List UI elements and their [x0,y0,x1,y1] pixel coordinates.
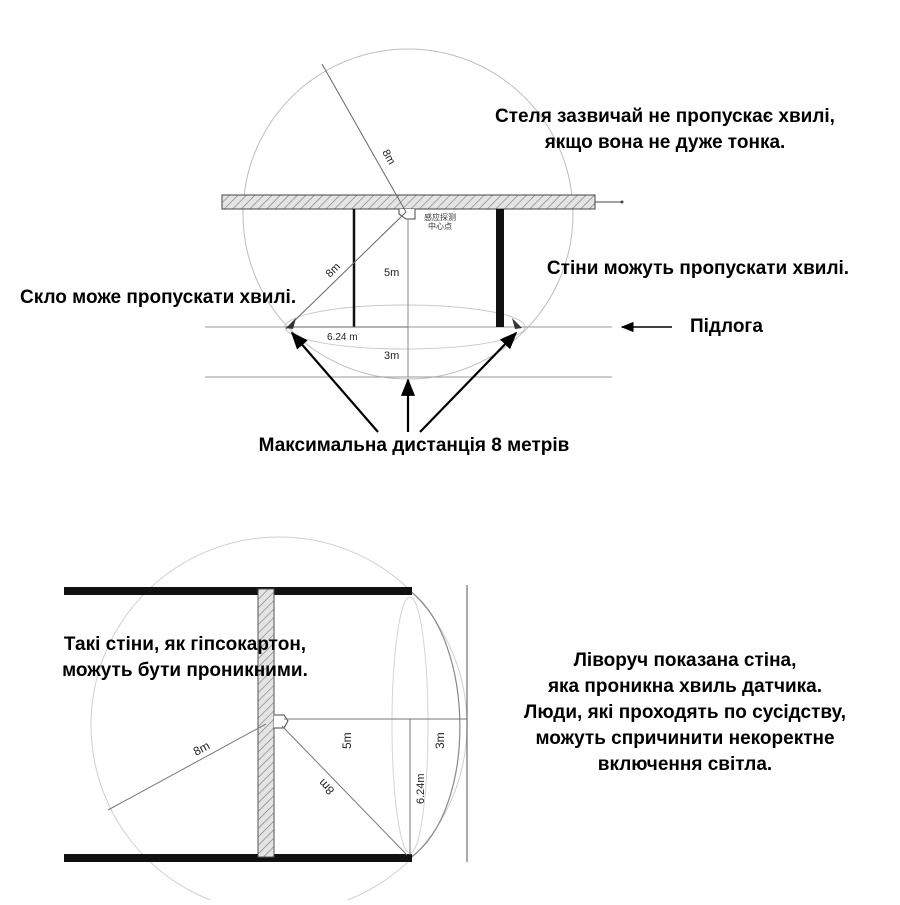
max-distance-text: Максимальна дистанція 8 метрів [258,435,570,456]
top-diagram: 感应探测 中心点 8m 8m 5m 6.24 m 3m [205,48,672,433]
ceiling-note: Стеля зазвичай не пропускає хвилі, якщо … [445,104,885,156]
plan-dim-624: 6.24m [415,773,427,804]
walls-note: Стіни можуть пропускати хвилі. [512,256,884,282]
plan-boundary-arc [409,590,461,859]
ceiling-slab [221,194,596,210]
bottom-wall [64,854,412,862]
dim-5m: 5m [384,267,399,279]
glass-note-text: Скло може пропускати хвилі. [20,287,297,308]
explanation-line2: яка проникна хвиль датчика. [547,676,823,697]
plan-dim-8m-left: 8m [191,738,212,758]
explanation-line5: включення світла. [597,754,773,775]
sensor-caption-line2: 中心点 [428,221,452,231]
explanation-line1: Ліворуч показана стіна, [573,650,797,671]
edge-marker-left [286,318,296,329]
dim-8m-diagonal: 8m [324,261,343,280]
explanation-line3: Люди, які проходять по сусідству, [523,702,846,723]
floor-label-text: Підлога [690,316,763,337]
plan-line-left-8m [107,723,267,811]
max-arrow-left [290,331,379,433]
plan-dim-3m: 3m [433,732,447,749]
floor-label: Підлога [690,314,790,340]
plan-sensor [274,714,289,729]
solid-wall [496,209,504,327]
radius-line-diagonal [285,211,407,330]
drywall-note: Такі стіни, як гіпсокартон, можуть бути … [20,632,350,684]
glass-note: Скло може пропускати хвилі. [20,285,360,311]
sensor-caption-line1: 感应探测 [424,212,456,222]
sensor-body [398,209,416,220]
ceiling-note-line2: якщо вона не дуже тонка. [544,132,786,153]
walls-note-text: Стіни можуть пропускати хвилі. [546,258,850,279]
edge-marker-right [512,318,522,329]
max-arrow-right [419,331,518,433]
plan-line-diag-8m [281,725,408,856]
radius-line-upper [321,63,407,213]
dim-3m: 3m [384,350,399,362]
explanation-line4: можуть спричинити некоректне [535,728,835,749]
explanation-note: Ліворуч показана стіна, яка проникна хви… [480,648,890,778]
top-wall [64,587,412,595]
max-distance-label: Максимальна дистанція 8 метрів [214,433,614,459]
drywall-note-line2: можуть бути проникними. [62,660,308,681]
ceiling-note-line1: Стеля зазвичай не пропускає хвилі, [495,106,835,127]
bottom-diagram: 8m 8m 5m 3m 6.24m [64,536,468,905]
ceiling-pointer-dot [620,200,624,204]
dim-624: 6.24 m [327,332,358,343]
drywall-note-line1: Такі стіни, як гіпсокартон, [63,634,307,655]
drywall-partition [257,588,275,858]
dim-8m-upper: 8m [379,148,397,167]
plan-dim-5m: 5m [340,732,354,749]
